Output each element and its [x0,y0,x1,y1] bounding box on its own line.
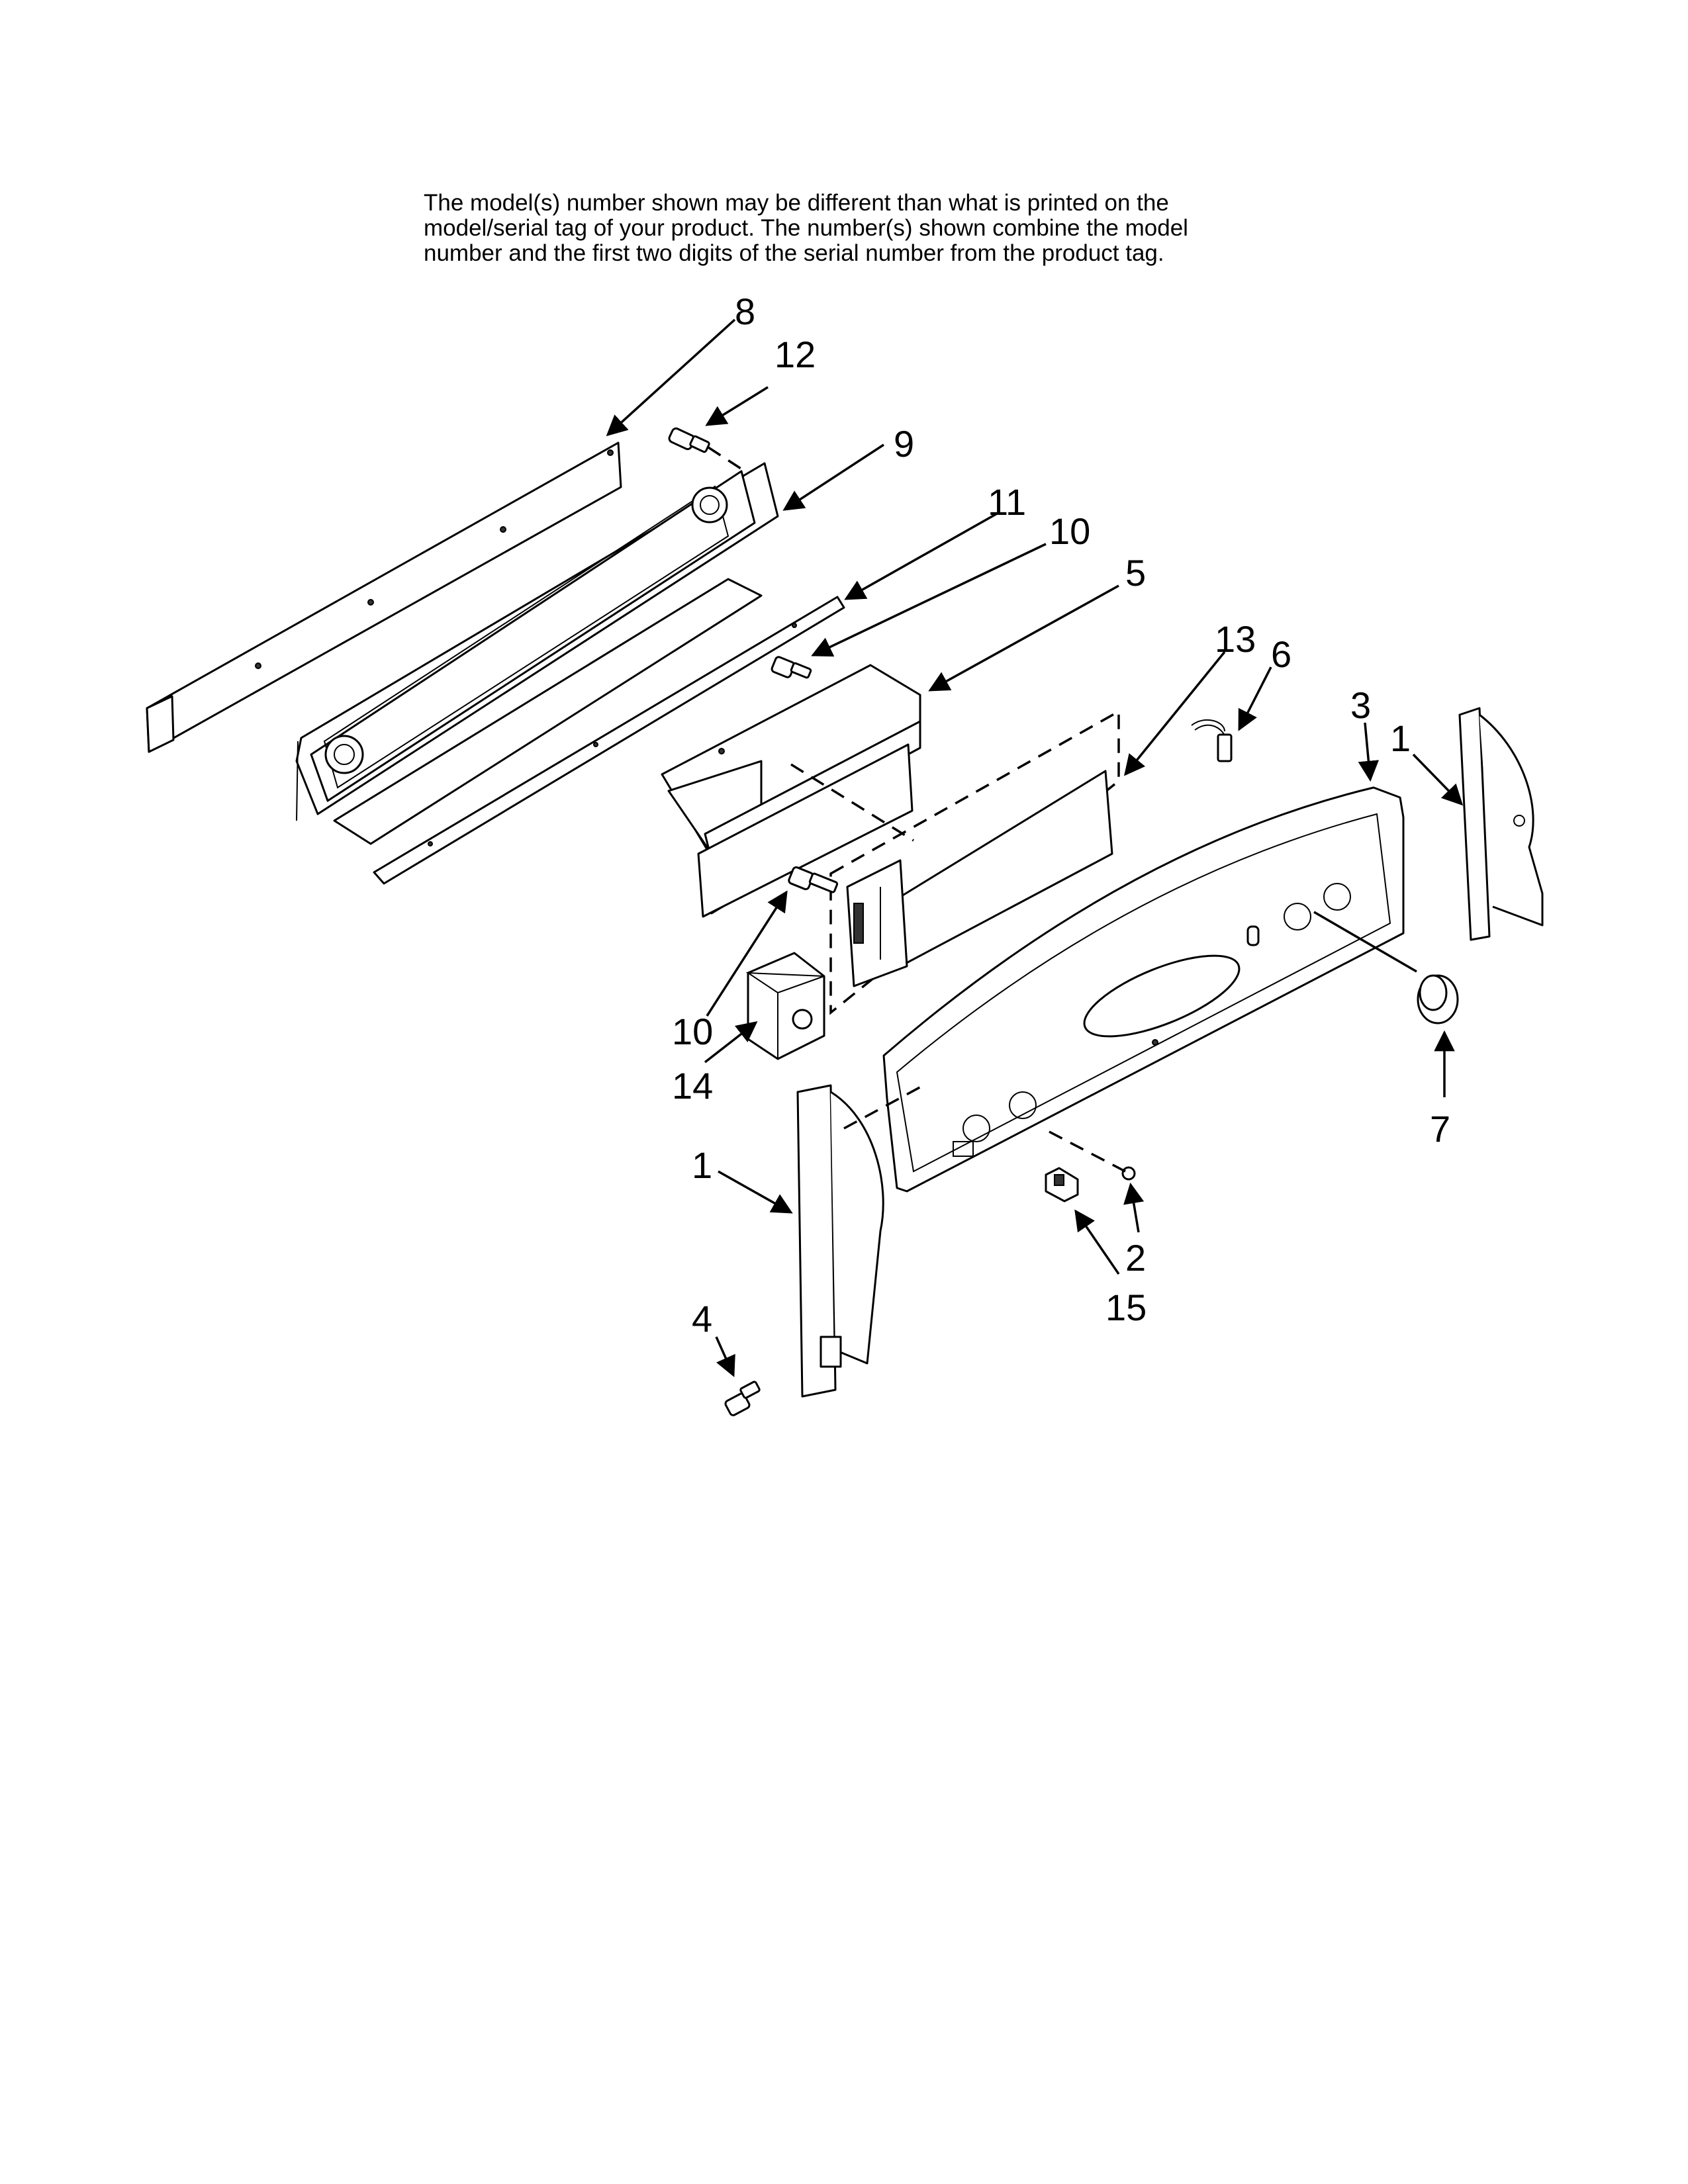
part-4-mounting-screw [724,1381,761,1416]
callout-2: 2 [1125,1237,1146,1279]
part-10-screw-upper [771,656,812,679]
callout-12: 12 [774,334,816,375]
callout-10-lower: 10 [672,1011,713,1052]
callout-15: 15 [1105,1287,1147,1328]
part-11-mounting-strip [373,596,845,885]
part-5-display-overlay [661,664,921,918]
callout-13: 13 [1215,618,1256,660]
callout-8: 8 [735,291,755,332]
callout-3: 3 [1350,684,1371,726]
leader-10-lower [706,890,788,1017]
leader-1-right [1412,753,1464,806]
leader-14 [704,1021,758,1064]
leader-4 [715,1336,735,1377]
part-10-screw-lower [788,866,839,893]
callout-14: 14 [672,1065,713,1107]
screw-2-alignment-line [1049,1130,1126,1173]
part-8-rear-panel [146,441,622,753]
part-7-knob [1417,974,1459,1024]
leader-10-upper [811,543,1047,657]
part-1-end-cap-left [796,1084,884,1398]
knob-7-alignment-line [1313,911,1417,973]
end-cap-left-alignment-line [843,1084,924,1130]
part-2-screw [1121,1166,1136,1181]
leader-5 [928,584,1119,692]
part-14-selector-switch [745,952,825,1060]
leader-11 [844,512,999,600]
leader-15 [1074,1209,1120,1275]
leader-9 [782,443,884,511]
callout-7: 7 [1430,1108,1450,1150]
model-number-notice: The model(s) number shown may be differe… [424,191,1350,266]
callout-1-right: 1 [1390,717,1411,759]
callout-6: 6 [1271,633,1291,675]
part-12-screw [668,427,710,453]
callout-10-upper: 10 [1049,510,1090,552]
leader-12 [705,386,769,426]
part-15-rocker-switch [1045,1167,1079,1203]
leader-6 [1238,666,1272,731]
leader-13 [1124,651,1226,776]
part-1-end-cap-right [1458,707,1544,941]
part-13-control-board [829,709,1120,1015]
callout-9: 9 [894,423,914,465]
part-3-control-console [882,786,1405,1193]
leader-8 [606,318,736,437]
notice-line-3: number and the first two digits of the s… [424,240,1164,266]
part-9-control-housing [295,462,779,845]
part-6-wire-harness [1191,719,1233,762]
callout-11: 11 [988,481,1026,523]
notice-line-1: The model(s) number shown may be differe… [424,190,1169,216]
callout-4: 4 [692,1298,712,1340]
leader-2 [1123,1182,1145,1233]
callout-1-left: 1 [692,1144,712,1186]
callout-5: 5 [1125,552,1146,594]
leader-1-left [718,1170,793,1214]
leader-3 [1358,722,1380,782]
notice-line-2: model/serial tag of your product. The nu… [424,215,1188,241]
